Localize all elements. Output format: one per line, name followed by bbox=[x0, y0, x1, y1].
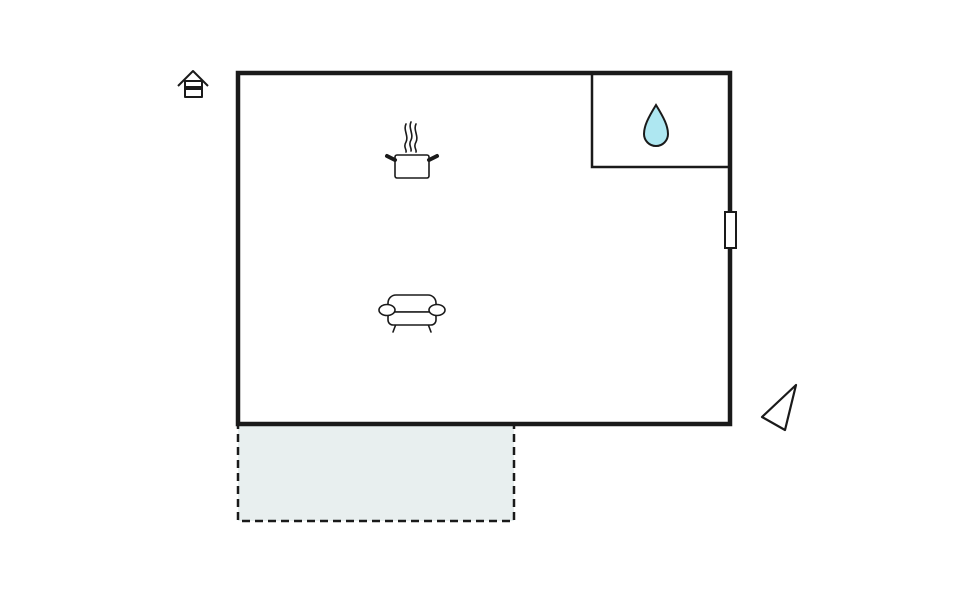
bathroom-partition bbox=[590, 73, 730, 169]
cooking-pot-icon bbox=[385, 121, 439, 179]
north-arrow-icon bbox=[760, 383, 798, 432]
house-entrance-icon bbox=[177, 70, 209, 98]
water-drop-icon bbox=[642, 103, 670, 147]
terrace-area bbox=[236, 422, 516, 523]
sofa-icon bbox=[378, 294, 446, 333]
window-icon bbox=[724, 211, 737, 249]
